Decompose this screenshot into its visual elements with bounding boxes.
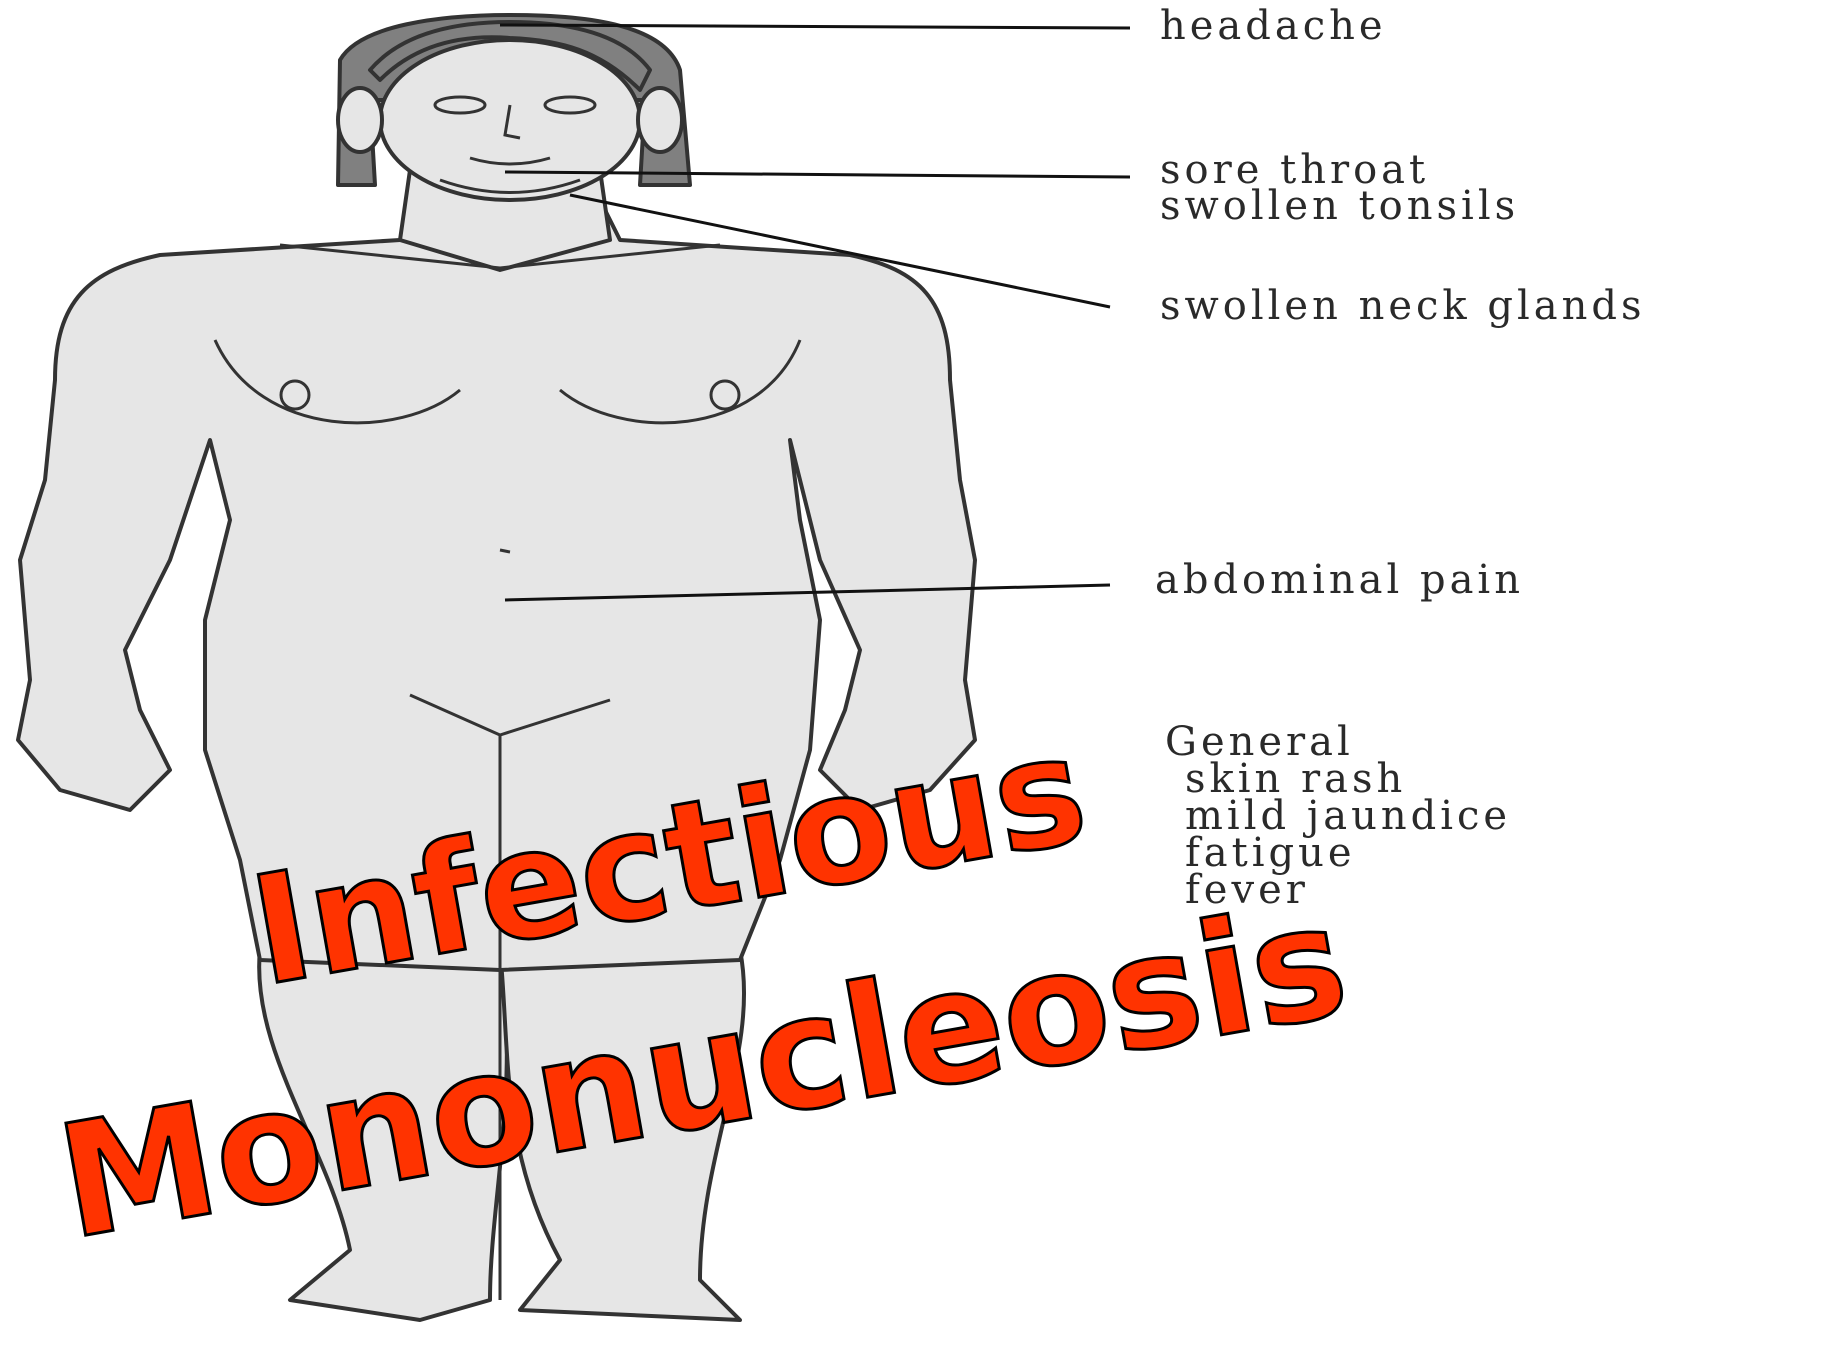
right-ear <box>638 88 682 152</box>
label-swollen-neck-glands: swollen neck glands <box>1160 288 1646 324</box>
left-ear <box>338 88 382 152</box>
label-headache: headache <box>1160 8 1387 44</box>
general-symptoms: General skin rash mild jaundice fatigue … <box>1165 724 1511 909</box>
label-swollen-tonsils: swollen tonsils <box>1160 188 1519 224</box>
face <box>380 40 640 200</box>
label-abdominal-pain: abdominal pain <box>1155 562 1524 598</box>
navel <box>500 550 510 552</box>
